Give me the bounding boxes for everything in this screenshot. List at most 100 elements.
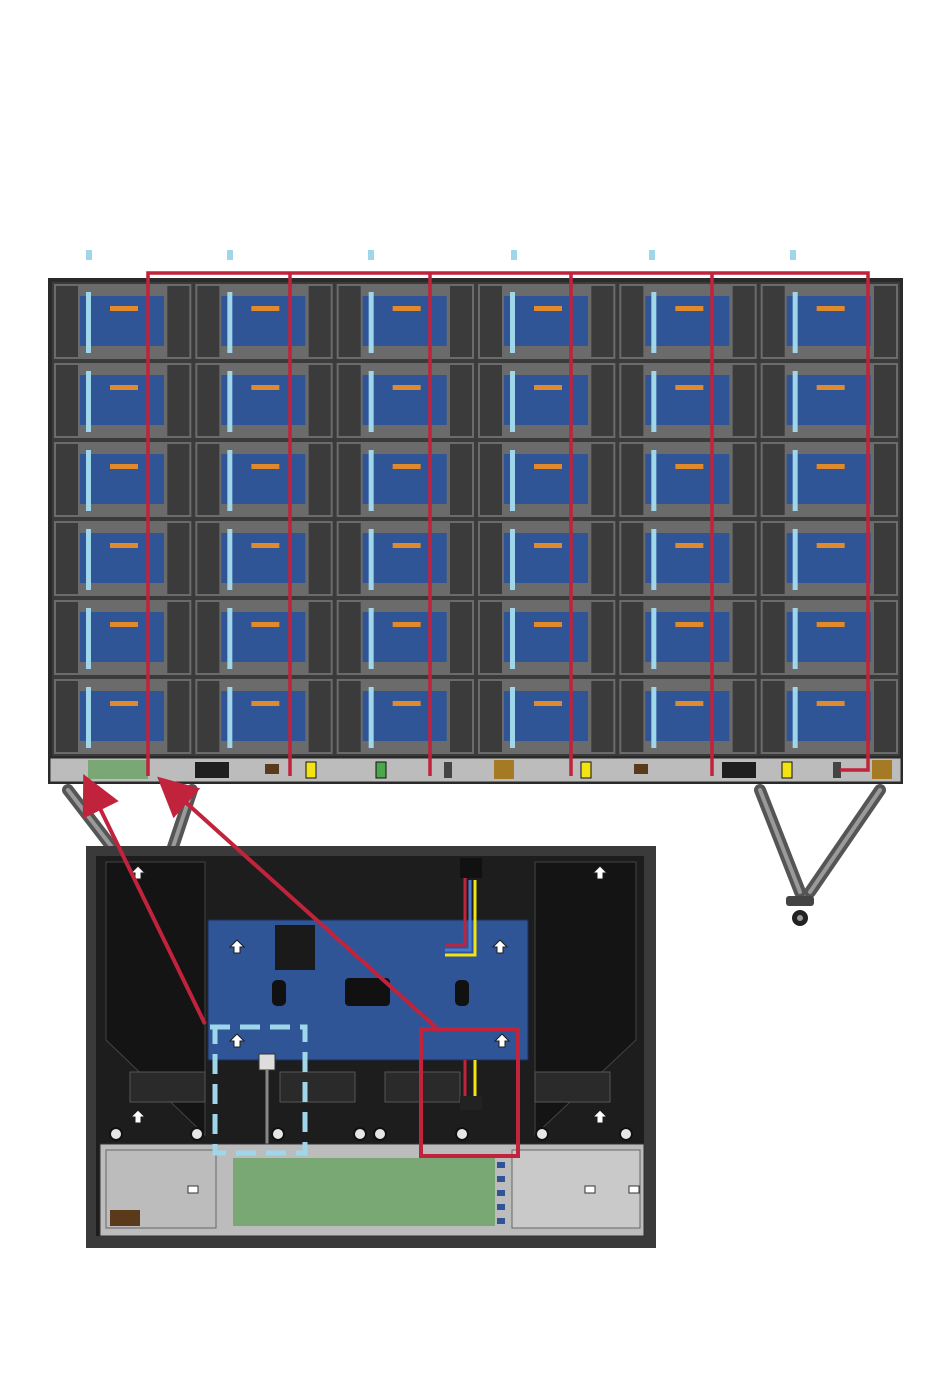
cabinet-side-bracket: [591, 444, 613, 515]
module-connector: [110, 464, 138, 469]
cabinet-side-bracket: [480, 286, 502, 357]
module-control-board: [80, 612, 164, 662]
cabinet-side-bracket: [339, 602, 361, 673]
data-cable-segment: [651, 687, 656, 748]
cabinet-side-bracket: [309, 444, 331, 515]
data-cable-segment: [86, 371, 91, 432]
module-connector: [251, 306, 279, 311]
cabinet-side-bracket: [621, 523, 643, 594]
cabinet-side-bracket: [591, 681, 613, 752]
cabinet-side-bracket: [197, 602, 219, 673]
cabinet-side-bracket: [167, 602, 189, 673]
module-connector: [817, 385, 845, 390]
cabinet-side-bracket: [339, 523, 361, 594]
module-control-board: [80, 454, 164, 504]
data-cable-segment: [651, 371, 656, 432]
module-connector: [675, 701, 703, 706]
cabinet-side-bracket: [197, 681, 219, 752]
cabinet-side-bracket: [763, 602, 785, 673]
cabinet-side-bracket: [309, 286, 331, 357]
module-control-board: [504, 375, 588, 425]
module-control-board: [645, 296, 729, 346]
data-cable-segment: [793, 687, 798, 748]
cabinet-side-bracket: [339, 444, 361, 515]
module-control-board: [645, 612, 729, 662]
cabinet-side-bracket: [197, 523, 219, 594]
cabinet-side-bracket: [763, 286, 785, 357]
cabinet-side-bracket: [56, 602, 78, 673]
cabinet-side-bracket: [167, 523, 189, 594]
data-cable-segment: [369, 608, 374, 669]
cabinet-side-bracket: [197, 286, 219, 357]
module-connector: [817, 622, 845, 627]
cabinet-side-bracket: [309, 523, 331, 594]
cabinet-side-bracket: [591, 602, 613, 673]
data-cable-segment: [227, 608, 232, 669]
module-control-board: [787, 375, 871, 425]
module-control-board: [80, 533, 164, 583]
module-connector: [110, 622, 138, 627]
module-control-board: [221, 454, 305, 504]
module-connector: [675, 306, 703, 311]
cabinet-side-bracket: [874, 365, 896, 436]
module-connector: [675, 464, 703, 469]
module-control-board: [221, 612, 305, 662]
cabinet-side-bracket: [167, 444, 189, 515]
data-cable-segment: [793, 529, 798, 590]
cabinet-side-bracket: [450, 286, 472, 357]
data-cable-segment: [86, 687, 91, 748]
module-connector: [817, 464, 845, 469]
module-control-board: [504, 691, 588, 741]
data-cable-segment: [510, 371, 515, 432]
data-cable-segment: [369, 371, 374, 432]
module-connector: [393, 622, 421, 627]
module-connector: [675, 543, 703, 548]
data-cable-segment: [651, 292, 656, 353]
module-connector: [534, 385, 562, 390]
module-connector: [817, 701, 845, 706]
cabinet-side-bracket: [874, 523, 896, 594]
data-cable-segment: [651, 529, 656, 590]
module-connector: [817, 543, 845, 548]
cabinet-side-bracket: [450, 602, 472, 673]
cabinet-side-bracket: [733, 365, 755, 436]
bottom-rail: [50, 758, 901, 782]
cabinet-side-bracket: [56, 365, 78, 436]
data-cable-segment: [227, 371, 232, 432]
data-cable-segment: [510, 292, 515, 353]
module-connector: [110, 385, 138, 390]
data-cable-segment: [86, 529, 91, 590]
module-control-board: [80, 691, 164, 741]
cabinet-side-bracket: [480, 444, 502, 515]
module-connector: [393, 385, 421, 390]
cabinet-side-bracket: [733, 286, 755, 357]
module-control-board: [363, 454, 447, 504]
module-connector: [534, 543, 562, 548]
data-cable-segment: [227, 687, 232, 748]
module-control-board: [787, 691, 871, 741]
cabinet-side-bracket: [450, 523, 472, 594]
cabinet-side-bracket: [450, 444, 472, 515]
module-connector: [110, 701, 138, 706]
cabinet-side-bracket: [309, 681, 331, 752]
module-connector: [251, 543, 279, 548]
data-cable-segment: [369, 450, 374, 511]
module-connector: [675, 385, 703, 390]
cabinet-side-bracket: [339, 365, 361, 436]
cabinet-side-bracket: [56, 286, 78, 357]
cabinet-side-bracket: [56, 444, 78, 515]
module-control-board: [363, 612, 447, 662]
cabinet-side-bracket: [763, 523, 785, 594]
module-control-board: [80, 296, 164, 346]
cabinet-side-bracket: [309, 602, 331, 673]
data-cable-segment: [369, 529, 374, 590]
cabinet-side-bracket: [339, 286, 361, 357]
module-control-board: [363, 296, 447, 346]
cabinet-side-bracket: [733, 681, 755, 752]
data-cable-segment: [227, 450, 232, 511]
cabinet-side-bracket: [339, 681, 361, 752]
data-cable-segment: [510, 608, 515, 669]
cabinet-side-bracket: [591, 365, 613, 436]
data-cable-segment: [651, 450, 656, 511]
